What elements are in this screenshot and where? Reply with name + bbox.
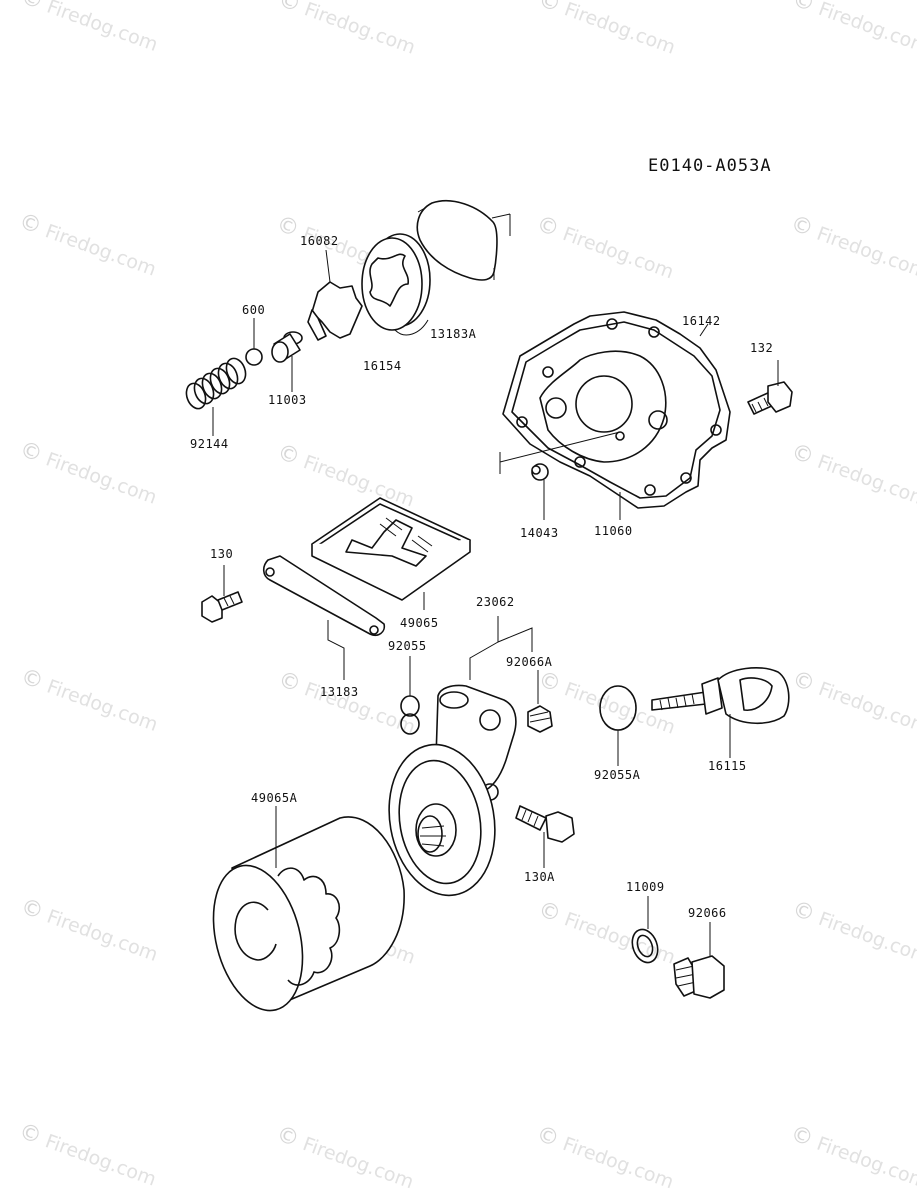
watermark: Firedog.com	[815, 451, 917, 511]
part-600-ball	[245, 318, 263, 366]
part-130-bolt	[201, 565, 243, 623]
watermark: Firedog.com	[560, 223, 677, 283]
watermark: Firedog.com	[300, 451, 417, 511]
svg-text:©: ©	[275, 0, 304, 18]
label-92144: 92144	[190, 437, 229, 451]
watermark: Firedog.com	[301, 0, 418, 59]
part-11003-cap	[271, 331, 303, 392]
part-92144-spring	[185, 357, 247, 436]
svg-text:©: ©	[533, 212, 562, 243]
svg-text:©: ©	[535, 667, 564, 698]
label-132: 132	[750, 341, 773, 355]
watermark-layer: ©Firedog.com ©Firedog.com ©Firedog.com ©…	[16, 0, 917, 1193]
watermark: Firedog.com	[42, 1130, 159, 1190]
label-16154: 16154	[363, 359, 402, 373]
watermark: Firedog.com	[561, 0, 678, 59]
watermark: Firedog.com	[560, 1133, 677, 1193]
svg-text:©: ©	[788, 439, 817, 470]
label-92055: 92055	[388, 639, 427, 653]
label-14043: 14043	[520, 526, 559, 540]
svg-text:©: ©	[535, 897, 564, 928]
part-labels: 16082 600 13183A 16154 11003 92144 16142…	[190, 234, 773, 920]
watermark: Firedog.com	[44, 0, 161, 56]
part-92055A-oring	[599, 685, 637, 766]
part-13183-gasket	[262, 555, 386, 680]
part-16154-rotor	[361, 233, 431, 336]
svg-text:©: ©	[789, 897, 818, 928]
svg-text:©: ©	[533, 1122, 562, 1153]
svg-text:©: ©	[787, 211, 816, 242]
label-600: 600	[242, 303, 265, 317]
watermark: Firedog.com	[814, 223, 917, 283]
svg-text:©: ©	[789, 667, 818, 698]
label-92055A: 92055A	[594, 768, 641, 782]
svg-text:©: ©	[17, 894, 46, 925]
part-92055-oring	[400, 656, 420, 735]
watermark: Firedog.com	[43, 448, 160, 508]
svg-text:©: ©	[16, 437, 45, 468]
part-14043-dowel	[531, 463, 549, 520]
part-16115-dipstick	[651, 667, 790, 758]
diagram-code: E0140-A053A	[648, 156, 772, 176]
watermark: Firedog.com	[561, 908, 678, 968]
label-16082: 16082	[300, 234, 339, 248]
label-11003: 11003	[268, 393, 307, 407]
watermark: Firedog.com	[814, 1133, 917, 1193]
part-49065-strainer	[311, 497, 471, 610]
part-16142-pump-cover	[499, 311, 731, 520]
svg-text:©: ©	[275, 667, 304, 698]
label-11009: 11009	[626, 880, 665, 894]
part-92066-drain-plug	[673, 922, 725, 999]
svg-text:©: ©	[17, 0, 46, 15]
svg-text:©: ©	[274, 440, 303, 471]
svg-text:©: ©	[535, 0, 564, 18]
label-11060: 11060	[594, 524, 633, 538]
label-23062: 23062	[476, 595, 515, 609]
watermark: Firedog.com	[300, 1133, 417, 1193]
label-92066A: 92066A	[506, 655, 553, 669]
watermark: Firedog.com	[816, 908, 917, 968]
label-13183A: 13183A	[430, 327, 477, 341]
svg-text:©: ©	[16, 209, 45, 240]
label-16142: 16142	[682, 314, 721, 328]
watermark: Firedog.com	[816, 0, 917, 58]
label-49065A: 49065A	[251, 791, 298, 805]
label-130: 130	[210, 547, 233, 561]
part-92066A-plug	[527, 670, 553, 733]
part-filter-mount-flange	[388, 743, 496, 897]
label-16115: 16115	[708, 759, 747, 773]
part-16082-plunger	[307, 249, 363, 341]
label-130A: 130A	[524, 870, 555, 884]
part-49065A-oil-filter	[212, 806, 405, 1012]
svg-text:©: ©	[273, 1122, 302, 1153]
watermark: Firedog.com	[44, 676, 161, 736]
label-13183: 13183	[320, 685, 359, 699]
part-130A-bolt	[515, 805, 575, 868]
svg-text:©: ©	[17, 664, 46, 695]
watermark: Firedog.com	[44, 906, 161, 966]
svg-text:©: ©	[787, 1121, 816, 1152]
svg-text:©: ©	[16, 1119, 45, 1150]
part-11009-washer	[631, 896, 659, 964]
part-132-bolt	[747, 360, 793, 415]
label-49065: 49065	[400, 616, 439, 630]
svg-text:©: ©	[789, 0, 818, 18]
label-92066: 92066	[688, 906, 727, 920]
part-13183A-gasket	[416, 199, 511, 281]
watermark: Firedog.com	[42, 220, 159, 280]
svg-text:©: ©	[273, 212, 302, 243]
watermark: Firedog.com	[816, 678, 917, 738]
